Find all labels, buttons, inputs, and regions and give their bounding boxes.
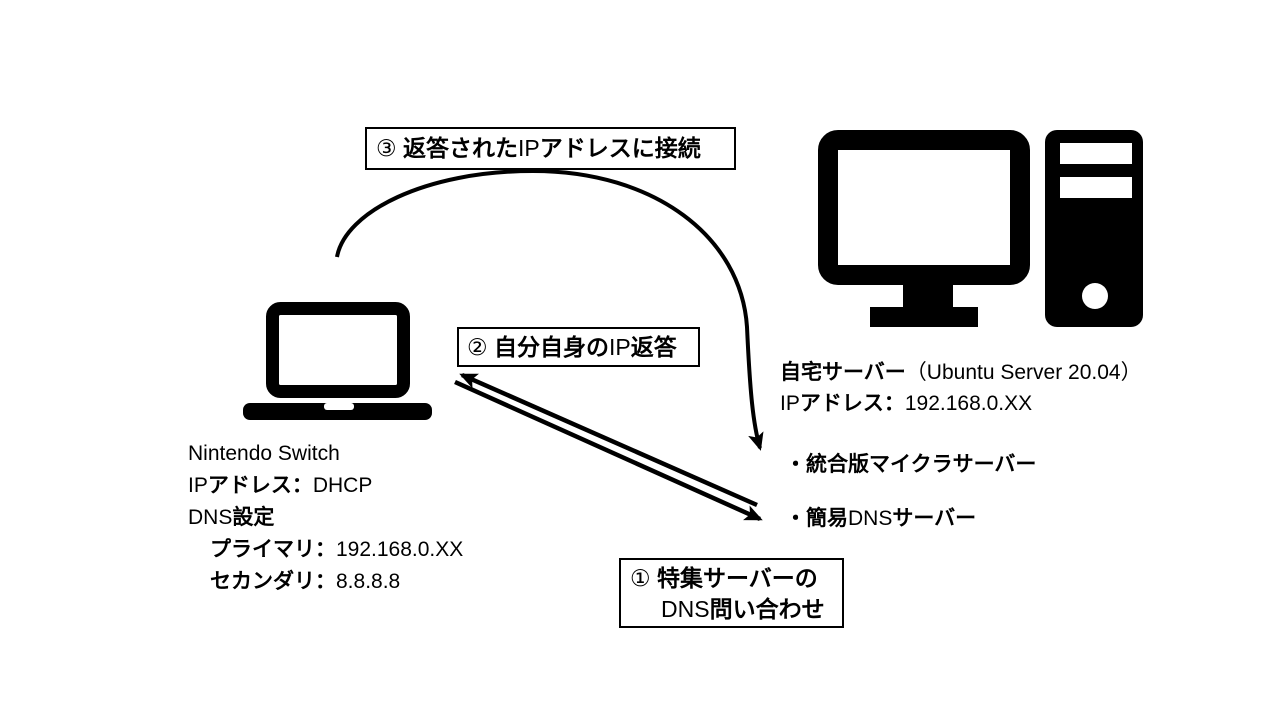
switch-ip-address: IPアドレス：DHCP (188, 474, 373, 497)
tower-slot-2 (1060, 177, 1132, 198)
tower-slot-1 (1060, 143, 1132, 164)
laptop-screen (266, 302, 410, 398)
step1-label-line2: DNS問い合わせ (661, 596, 825, 622)
switch-dns-primary: プライマリ：192.168.0.XX (210, 538, 464, 561)
laptop-base (243, 403, 432, 420)
arrow-step3-curved (335, 168, 764, 451)
monitor-base (870, 307, 978, 327)
step3-label: ③ 返答されたIPアドレスに接続 (376, 135, 701, 161)
step2-label-box: ② 自分自身のIP返答 (457, 327, 700, 367)
server-service-minecraft: ・統合版マイクラサーバー (785, 453, 1037, 476)
arrow-step2-reply (459, 372, 758, 508)
switch-dns-setting: DNS設定 (188, 506, 275, 529)
switch-info-block: Nintendo Switch IPアドレス：DHCP DNS設定 プライマリ：… (188, 438, 463, 598)
arrow-step1-query (454, 379, 763, 522)
server-ip-address: IPアドレス：192.168.0.XX (780, 392, 1033, 415)
laptop-icon (243, 302, 432, 420)
tower-power-button (1082, 283, 1108, 309)
step3-label-box: ③ 返答されたIPアドレスに接続 (365, 127, 736, 170)
desktop-pc-icon (818, 130, 1143, 327)
server-info-block: 自宅サーバー（Ubuntu Server 20.04） IPアドレス：192.1… (780, 357, 1142, 419)
server-name: 自宅サーバー（Ubuntu Server 20.04） (780, 361, 1142, 384)
laptop-base-notch (324, 403, 354, 410)
switch-dns-secondary: セカンダリ：8.8.8.8 (210, 570, 401, 593)
step1-label-box: ① 特集サーバーの DNS問い合わせ (619, 558, 844, 628)
monitor-neck (903, 283, 953, 309)
step1-label-line1: ① 特集サーバーの (630, 565, 818, 591)
server-service-dns: ・簡易DNSサーバー (785, 507, 977, 530)
step2-label: ② 自分自身のIP返答 (467, 333, 677, 360)
monitor (818, 130, 1030, 285)
switch-name: Nintendo Switch (188, 442, 340, 465)
